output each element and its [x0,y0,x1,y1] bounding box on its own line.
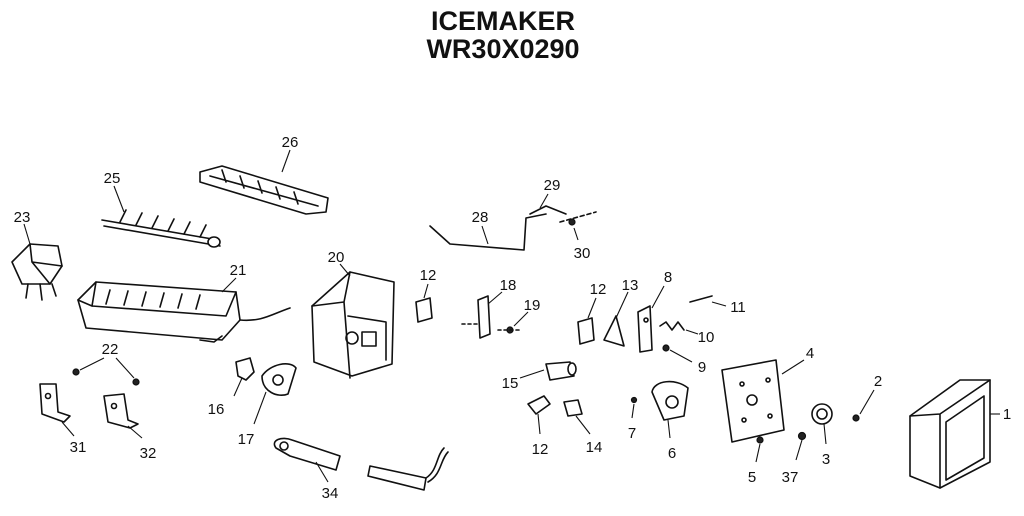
part-12-switch-b[interactable] [577,297,597,345]
callout-7: 7 [628,425,636,442]
callout-30: 30 [574,245,591,262]
callout-37: 37 [782,469,799,486]
part-3-gear[interactable] [811,403,833,445]
part-10-spring[interactable] [659,321,699,335]
callout-12a: 12 [420,267,437,284]
callout-20: 20 [328,249,345,266]
part-4-mounting-plate[interactable] [721,359,805,443]
callout-25: 25 [104,170,121,187]
callout-2: 2 [874,373,882,390]
part-5-screw[interactable] [755,436,764,463]
part-29-spring[interactable] [529,193,567,215]
part-23-fill-cup[interactable] [11,223,63,301]
callout-26: 26 [282,134,299,151]
callout-31: 31 [70,439,87,456]
callout-16: 16 [208,401,225,418]
callout-23: 23 [14,209,31,226]
part-19-screw[interactable] [497,311,529,334]
part-25-ejector[interactable] [101,185,221,248]
part-6-motor[interactable] [651,380,689,439]
callout-34: 34 [322,485,339,502]
callout-10: 10 [698,329,715,346]
callout-21: 21 [230,262,247,279]
part-37-nut[interactable] [795,431,807,461]
part-14-clip[interactable] [563,399,591,435]
part-34-harness[interactable] [273,437,449,491]
part-28-feeler-arm[interactable] [429,213,547,251]
callout-12c: 12 [532,441,549,458]
part-30-screw[interactable] [559,211,597,241]
part-7-screw[interactable] [630,396,638,419]
part-16-thermostat[interactable] [233,357,255,397]
callout-28: 28 [472,209,489,226]
callout-4: 4 [806,345,814,362]
callout-13: 13 [622,277,639,294]
part-22-screws[interactable] [72,357,140,386]
part-12-switch-c[interactable] [527,395,551,435]
callout-6: 6 [668,445,676,462]
part-18-lever[interactable] [461,291,503,339]
callout-9: 9 [698,359,706,376]
callout-19: 19 [524,297,541,314]
part-26-ejector-housing[interactable] [199,149,329,215]
callout-5: 5 [748,469,756,486]
part-8-bracket[interactable] [637,285,665,353]
part-2-screw[interactable] [852,389,875,422]
callout-15: 15 [502,375,519,392]
part-32-bracket[interactable] [103,393,143,439]
callout-17: 17 [238,431,255,448]
part-17-clip[interactable] [253,363,297,425]
diagram-model-number: WR30X0290 [426,34,579,64]
part-21-mold-heater[interactable] [77,277,291,343]
callout-18: 18 [500,277,517,294]
callout-32: 32 [140,445,157,462]
part-15-valve[interactable] [519,361,577,381]
part-20-control-housing[interactable] [311,263,395,379]
callout-11: 11 [730,299,746,316]
callout-1: 1 [1003,406,1011,423]
part-13-cam[interactable] [603,291,629,347]
part-11-screw[interactable] [689,295,727,307]
callout-29: 29 [544,177,561,194]
callout-8: 8 [664,269,672,286]
part-9-screw[interactable] [662,344,693,363]
callout-22: 22 [102,341,119,358]
part-12-switch-a[interactable] [415,283,433,323]
callout-14: 14 [586,439,603,456]
callout-12b: 12 [590,281,607,298]
part-1-cover[interactable] [909,379,1000,489]
diagram-title: ICEMAKER [431,6,575,36]
part-31-bracket[interactable] [39,383,75,437]
callout-3: 3 [822,451,830,468]
